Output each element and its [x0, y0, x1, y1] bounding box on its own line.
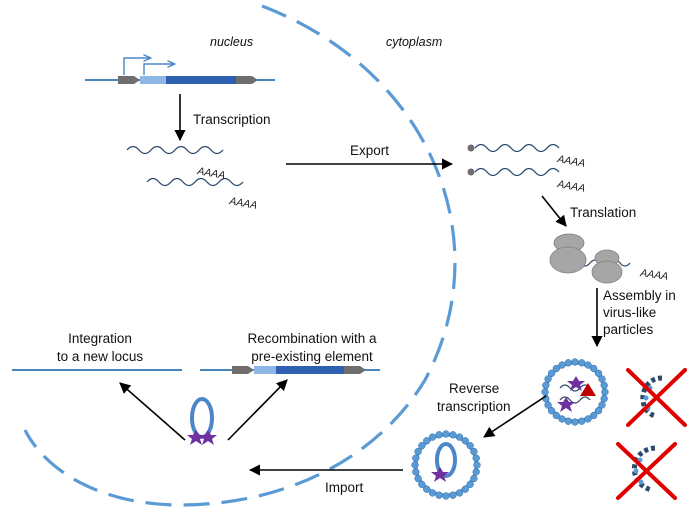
vlp-bead	[423, 437, 431, 445]
vlp-bead	[541, 388, 549, 396]
translation-label: Translation	[570, 205, 637, 220]
vlp-bead	[594, 369, 603, 377]
vlp-bead	[564, 417, 572, 425]
defective-particle-1	[626, 368, 687, 427]
vlp-bead	[598, 375, 606, 383]
vlp-bead	[544, 401, 552, 409]
polya-tail-2: AAAA	[227, 195, 258, 212]
vlp-bead	[564, 359, 572, 367]
vlp-bead	[442, 492, 450, 500]
transcription-label: Transcription	[193, 112, 271, 127]
vlp-bead	[473, 461, 481, 469]
integration-line-2: to a new locus	[56, 349, 144, 364]
preintegration-complex	[187, 397, 217, 445]
assembly-line-3: particles	[603, 322, 654, 337]
integration-label: Integration to a new locus	[40, 330, 160, 366]
red-cross-icon	[626, 368, 687, 427]
vlp-bead	[584, 415, 592, 423]
vlp-bead	[412, 468, 420, 476]
vlp-bead	[594, 407, 603, 415]
integration-line-1: Integration	[68, 331, 132, 346]
vlp-bead	[571, 358, 579, 366]
genomic-element-top	[85, 58, 275, 84]
reverse-line-2: transcription	[437, 399, 511, 414]
export-label: Export	[350, 143, 390, 158]
vlp-bead	[571, 418, 579, 426]
nuclear-mrnas	[126, 145, 244, 187]
virus-like-particle-cdna	[411, 430, 481, 500]
vlp-bead	[418, 480, 426, 488]
vlp-bead	[418, 442, 426, 450]
vlp-bead	[428, 433, 437, 441]
vlp-bead	[428, 489, 437, 497]
vlp-bead	[578, 359, 586, 367]
cytoplasm-label: cytoplasm	[386, 35, 443, 49]
vlp-bead	[590, 411, 598, 420]
assembly-label: Assembly in virus-like particles	[603, 287, 676, 338]
vlp-bead	[552, 411, 560, 420]
vlp-bead	[470, 474, 478, 483]
vlp-bead	[547, 369, 556, 377]
vlp-bead	[455, 489, 464, 497]
vlp-bead	[558, 415, 566, 423]
vlp-bead	[442, 430, 450, 438]
vlp-bead	[414, 474, 422, 483]
reverse-transcription-arrow	[483, 395, 547, 438]
vlp-bead	[547, 407, 556, 415]
vlp-bead	[461, 485, 469, 493]
vlp-bead	[455, 433, 464, 441]
vlp-bead	[601, 388, 609, 396]
virus-like-particle-mature	[541, 358, 609, 426]
vlp-bead	[461, 437, 469, 445]
nucleus-label: nucleus	[210, 35, 254, 49]
vlp-bead	[435, 431, 443, 439]
vlp-bead	[558, 361, 566, 369]
vlp-bead	[449, 491, 457, 499]
ribosomes	[549, 233, 631, 284]
vlp-bead	[472, 468, 480, 476]
vlp-bead	[423, 485, 431, 493]
vlp-bead	[466, 480, 474, 488]
vlp-bead	[472, 454, 480, 462]
red-cross-icon	[616, 442, 677, 500]
integration-arrow	[119, 382, 186, 441]
pre-existing-element	[200, 366, 380, 374]
recombination-line-1: Recombination with a	[247, 331, 377, 346]
polya-tail-1: AAAA	[195, 165, 226, 182]
vlp-bead	[544, 375, 552, 383]
vlp-bead	[600, 395, 608, 403]
polya-tail-3: AAAA	[555, 153, 586, 170]
vlp-bead	[466, 442, 474, 450]
vlp-bead	[598, 401, 606, 409]
vlp-bead	[414, 447, 422, 456]
vlp-bead	[412, 454, 420, 462]
defective-particle-2	[616, 442, 677, 500]
vlp-bead	[411, 461, 419, 469]
polya-tail-4: AAAA	[555, 178, 586, 195]
vlp-bead	[578, 417, 586, 425]
recombination-label: Recombination with a pre-existing elemen…	[232, 330, 392, 366]
cytoplasmic-mrnas	[467, 143, 560, 177]
assembly-line-1: Assembly in	[603, 288, 676, 303]
vlp-bead	[552, 364, 560, 373]
reverse-line-1: Reverse	[449, 381, 500, 396]
polya-tail-5: AAAA	[639, 267, 669, 283]
vlp-bead	[435, 491, 443, 499]
recombination-line-2: pre-existing element	[251, 349, 373, 364]
vlp-bead	[590, 364, 598, 373]
vlp-bead	[470, 447, 478, 456]
vlp-bead	[584, 361, 592, 369]
assembly-line-2: virus-like	[603, 305, 657, 320]
translation-arrow	[541, 195, 567, 227]
import-label: Import	[325, 480, 364, 495]
recombination-arrow	[227, 379, 288, 441]
reverse-transcription-label: Reverse transcription	[437, 380, 511, 416]
vlp-bead	[600, 381, 608, 389]
vlp-bead	[449, 431, 457, 439]
vlp-bead	[542, 381, 550, 389]
nuclear-envelope	[23, 4, 457, 507]
